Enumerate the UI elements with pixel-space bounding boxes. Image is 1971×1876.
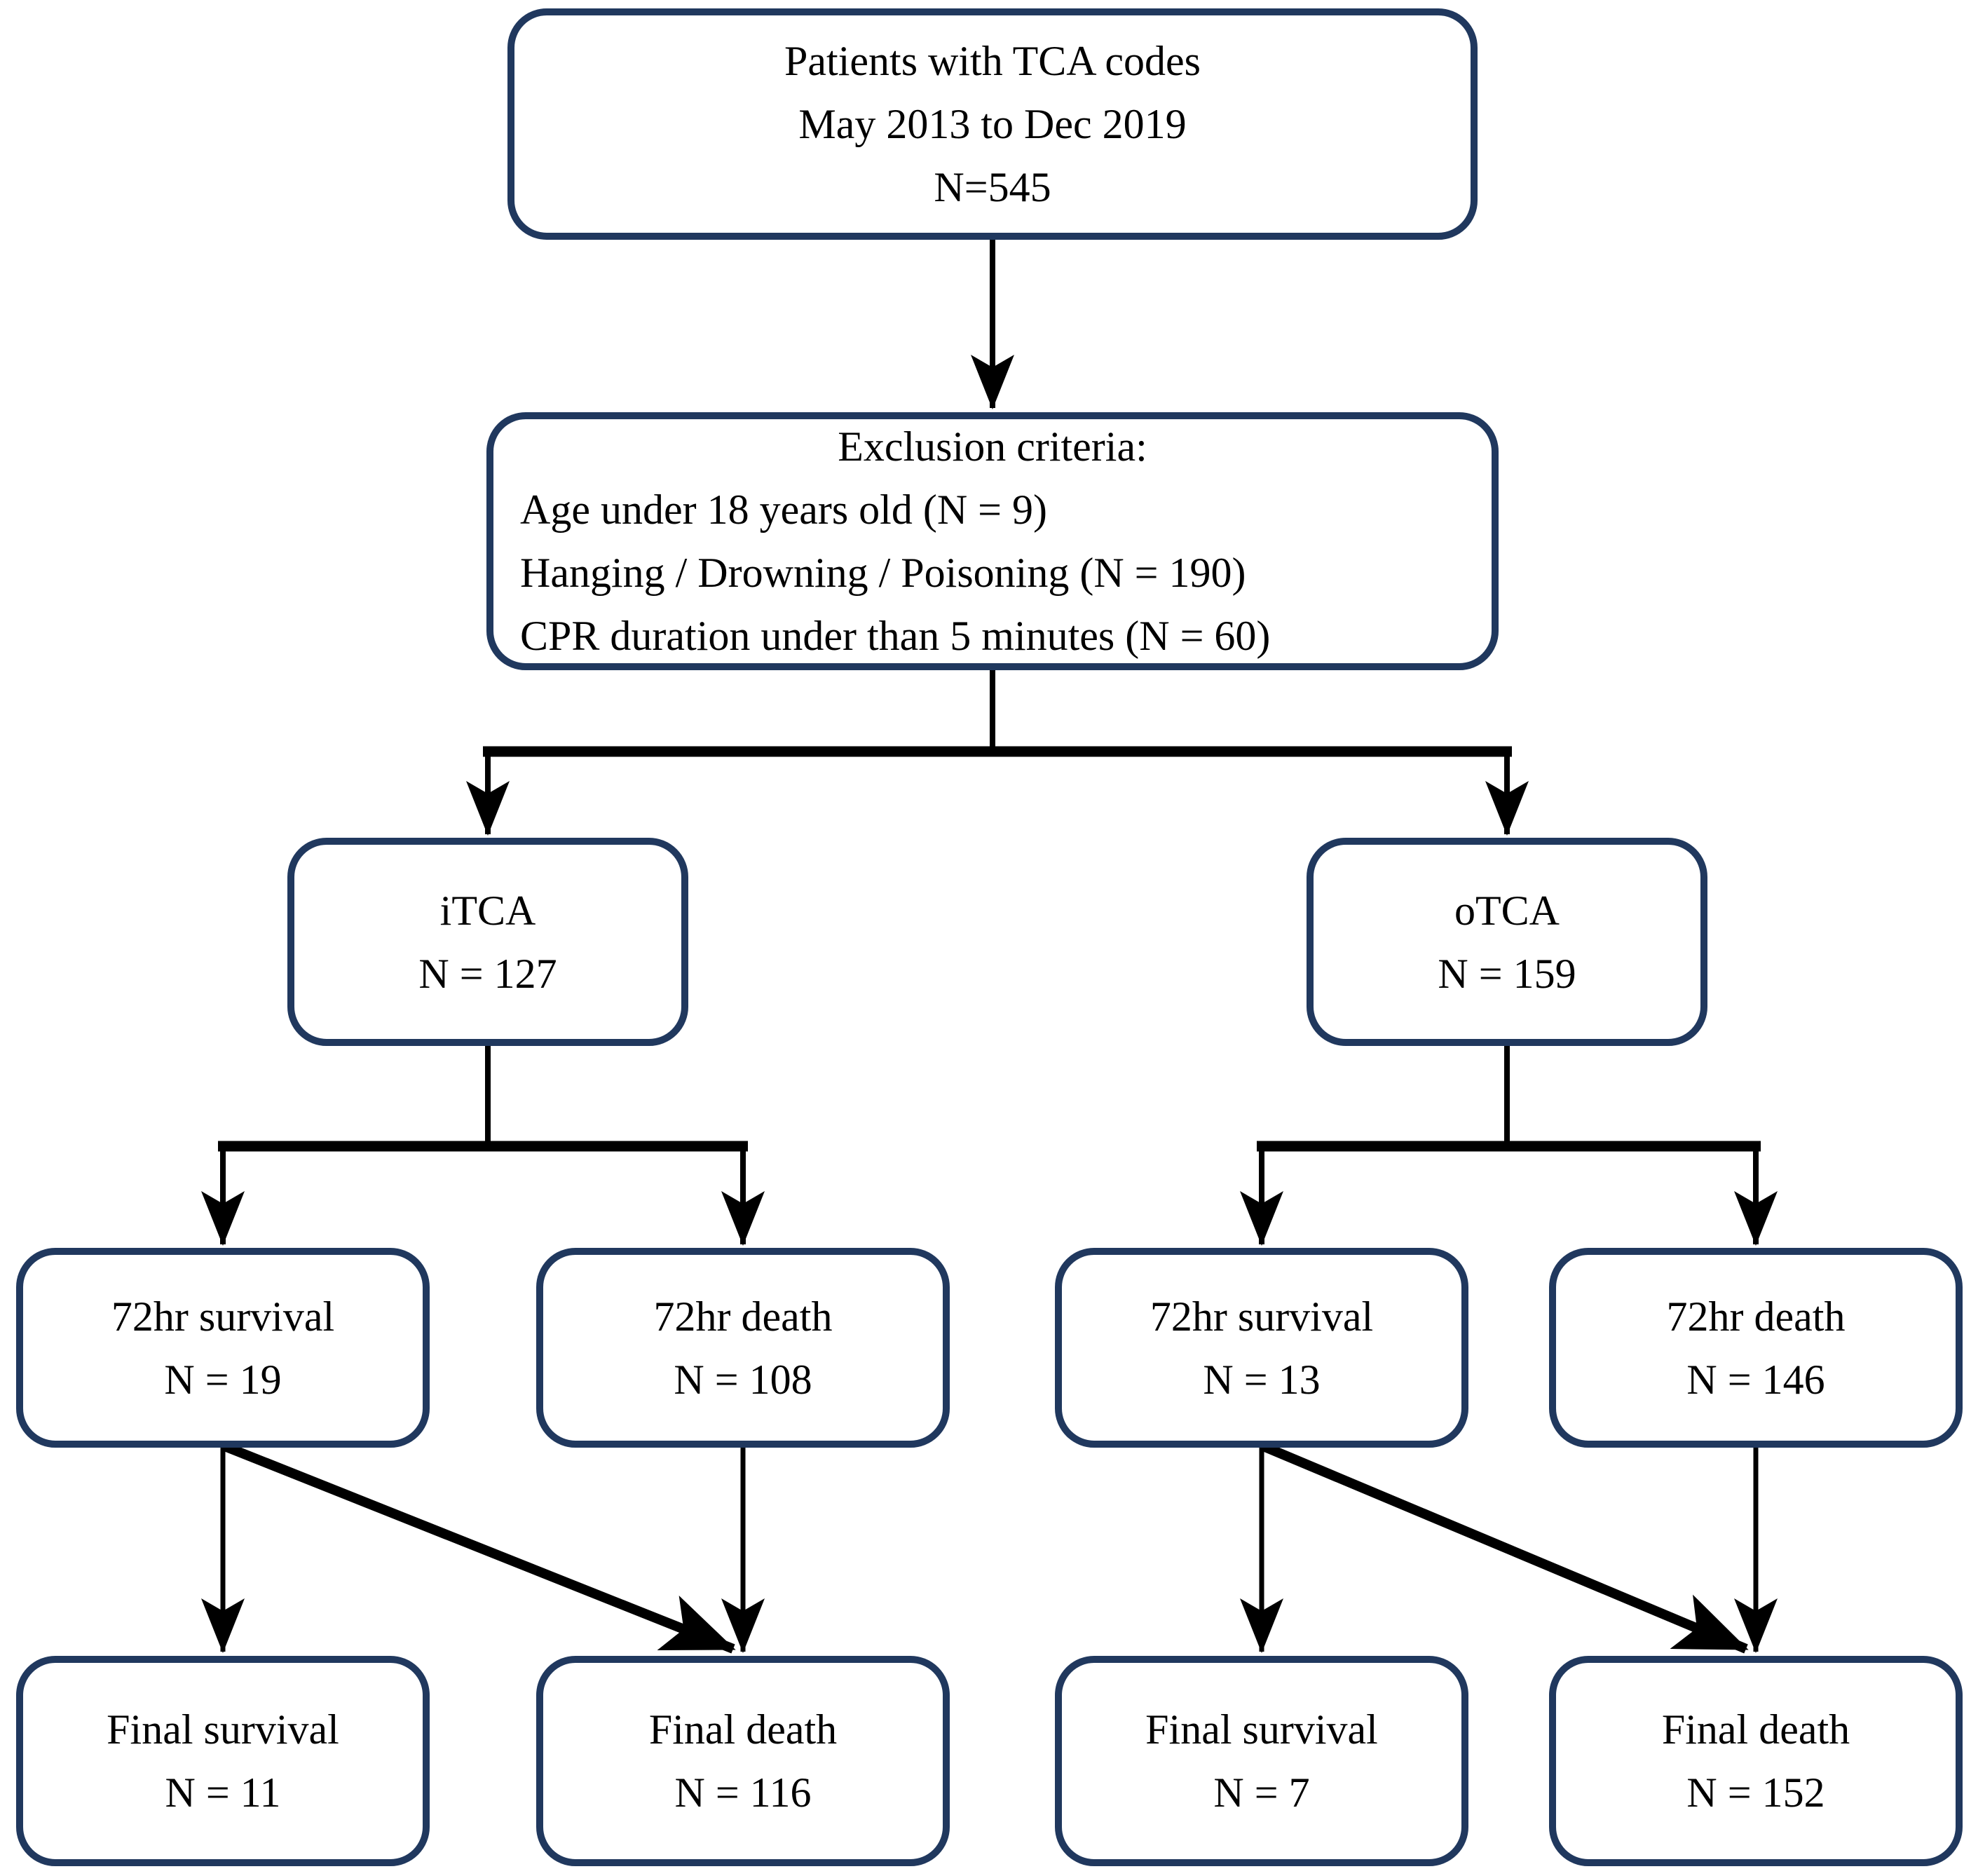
- itca-final-death-count: N = 116: [674, 1769, 812, 1816]
- arrow-72hr-survival-to-final-death-left: [221, 1441, 736, 1654]
- exclusion-item-age: Age under 18 years old (N = 9): [520, 487, 1047, 533]
- otca-72hr-survival-label: 72hr survival: [1150, 1293, 1374, 1340]
- otca-final-survival-label: Final survival: [1145, 1706, 1378, 1753]
- itca-label: iTCA: [439, 887, 536, 934]
- exclusion-item-mechanism: Hanging / Drowning / Poisoning (N = 190): [520, 550, 1246, 596]
- box-exclusion-criteria: Exclusion criteria: Age under 18 years o…: [486, 412, 1499, 670]
- itca-final-survival-count: N = 11: [165, 1769, 281, 1816]
- patients-count: N=545: [934, 164, 1051, 210]
- box-itca-72hr-survival: 72hr survival N = 19: [16, 1248, 430, 1448]
- otca-count: N = 159: [1438, 950, 1576, 997]
- box-itca: iTCA N = 127: [287, 838, 688, 1046]
- itca-72hr-survival-count: N = 19: [164, 1356, 282, 1403]
- patients-line-2: May 2013 to Dec 2019: [798, 101, 1187, 147]
- box-otca-72hr-death: 72hr death N = 146: [1549, 1248, 1963, 1448]
- itca-final-death-label: Final death: [648, 1706, 838, 1753]
- arrow-72hr-survival-to-final-death-right: [1260, 1441, 1749, 1654]
- otca-72hr-death-label: 72hr death: [1666, 1293, 1846, 1340]
- exclusion-title: Exclusion criteria:: [838, 423, 1147, 470]
- otca-final-death-label: Final death: [1661, 1706, 1850, 1753]
- itca-72hr-death-count: N = 108: [674, 1356, 812, 1403]
- otca-72hr-survival-count: N = 13: [1203, 1356, 1321, 1403]
- box-otca-final-death: Final death N = 152: [1549, 1656, 1963, 1866]
- box-itca-final-survival: Final survival N = 11: [16, 1656, 430, 1866]
- box-otca-72hr-survival: 72hr survival N = 13: [1055, 1248, 1468, 1448]
- otca-final-death-count: N = 152: [1686, 1769, 1825, 1816]
- patients-line-1: Patients with TCA codes: [784, 38, 1201, 84]
- box-itca-72hr-death: 72hr death N = 108: [536, 1248, 950, 1448]
- itca-count: N = 127: [418, 950, 557, 997]
- otca-72hr-death-count: N = 146: [1686, 1356, 1825, 1403]
- otca-label: oTCA: [1454, 887, 1560, 934]
- exclusion-item-cpr: CPR duration under than 5 minutes (N = 6…: [520, 613, 1271, 659]
- box-otca: oTCA N = 159: [1307, 838, 1707, 1046]
- itca-final-survival-label: Final survival: [107, 1706, 339, 1753]
- otca-final-survival-count: N = 7: [1213, 1769, 1310, 1816]
- box-patients: Patients with TCA codes May 2013 to Dec …: [507, 8, 1478, 240]
- itca-72hr-survival-label: 72hr survival: [111, 1293, 335, 1340]
- box-otca-final-survival: Final survival N = 7: [1055, 1656, 1468, 1866]
- itca-72hr-death-label: 72hr death: [653, 1293, 833, 1340]
- box-itca-final-death: Final death N = 116: [536, 1656, 950, 1866]
